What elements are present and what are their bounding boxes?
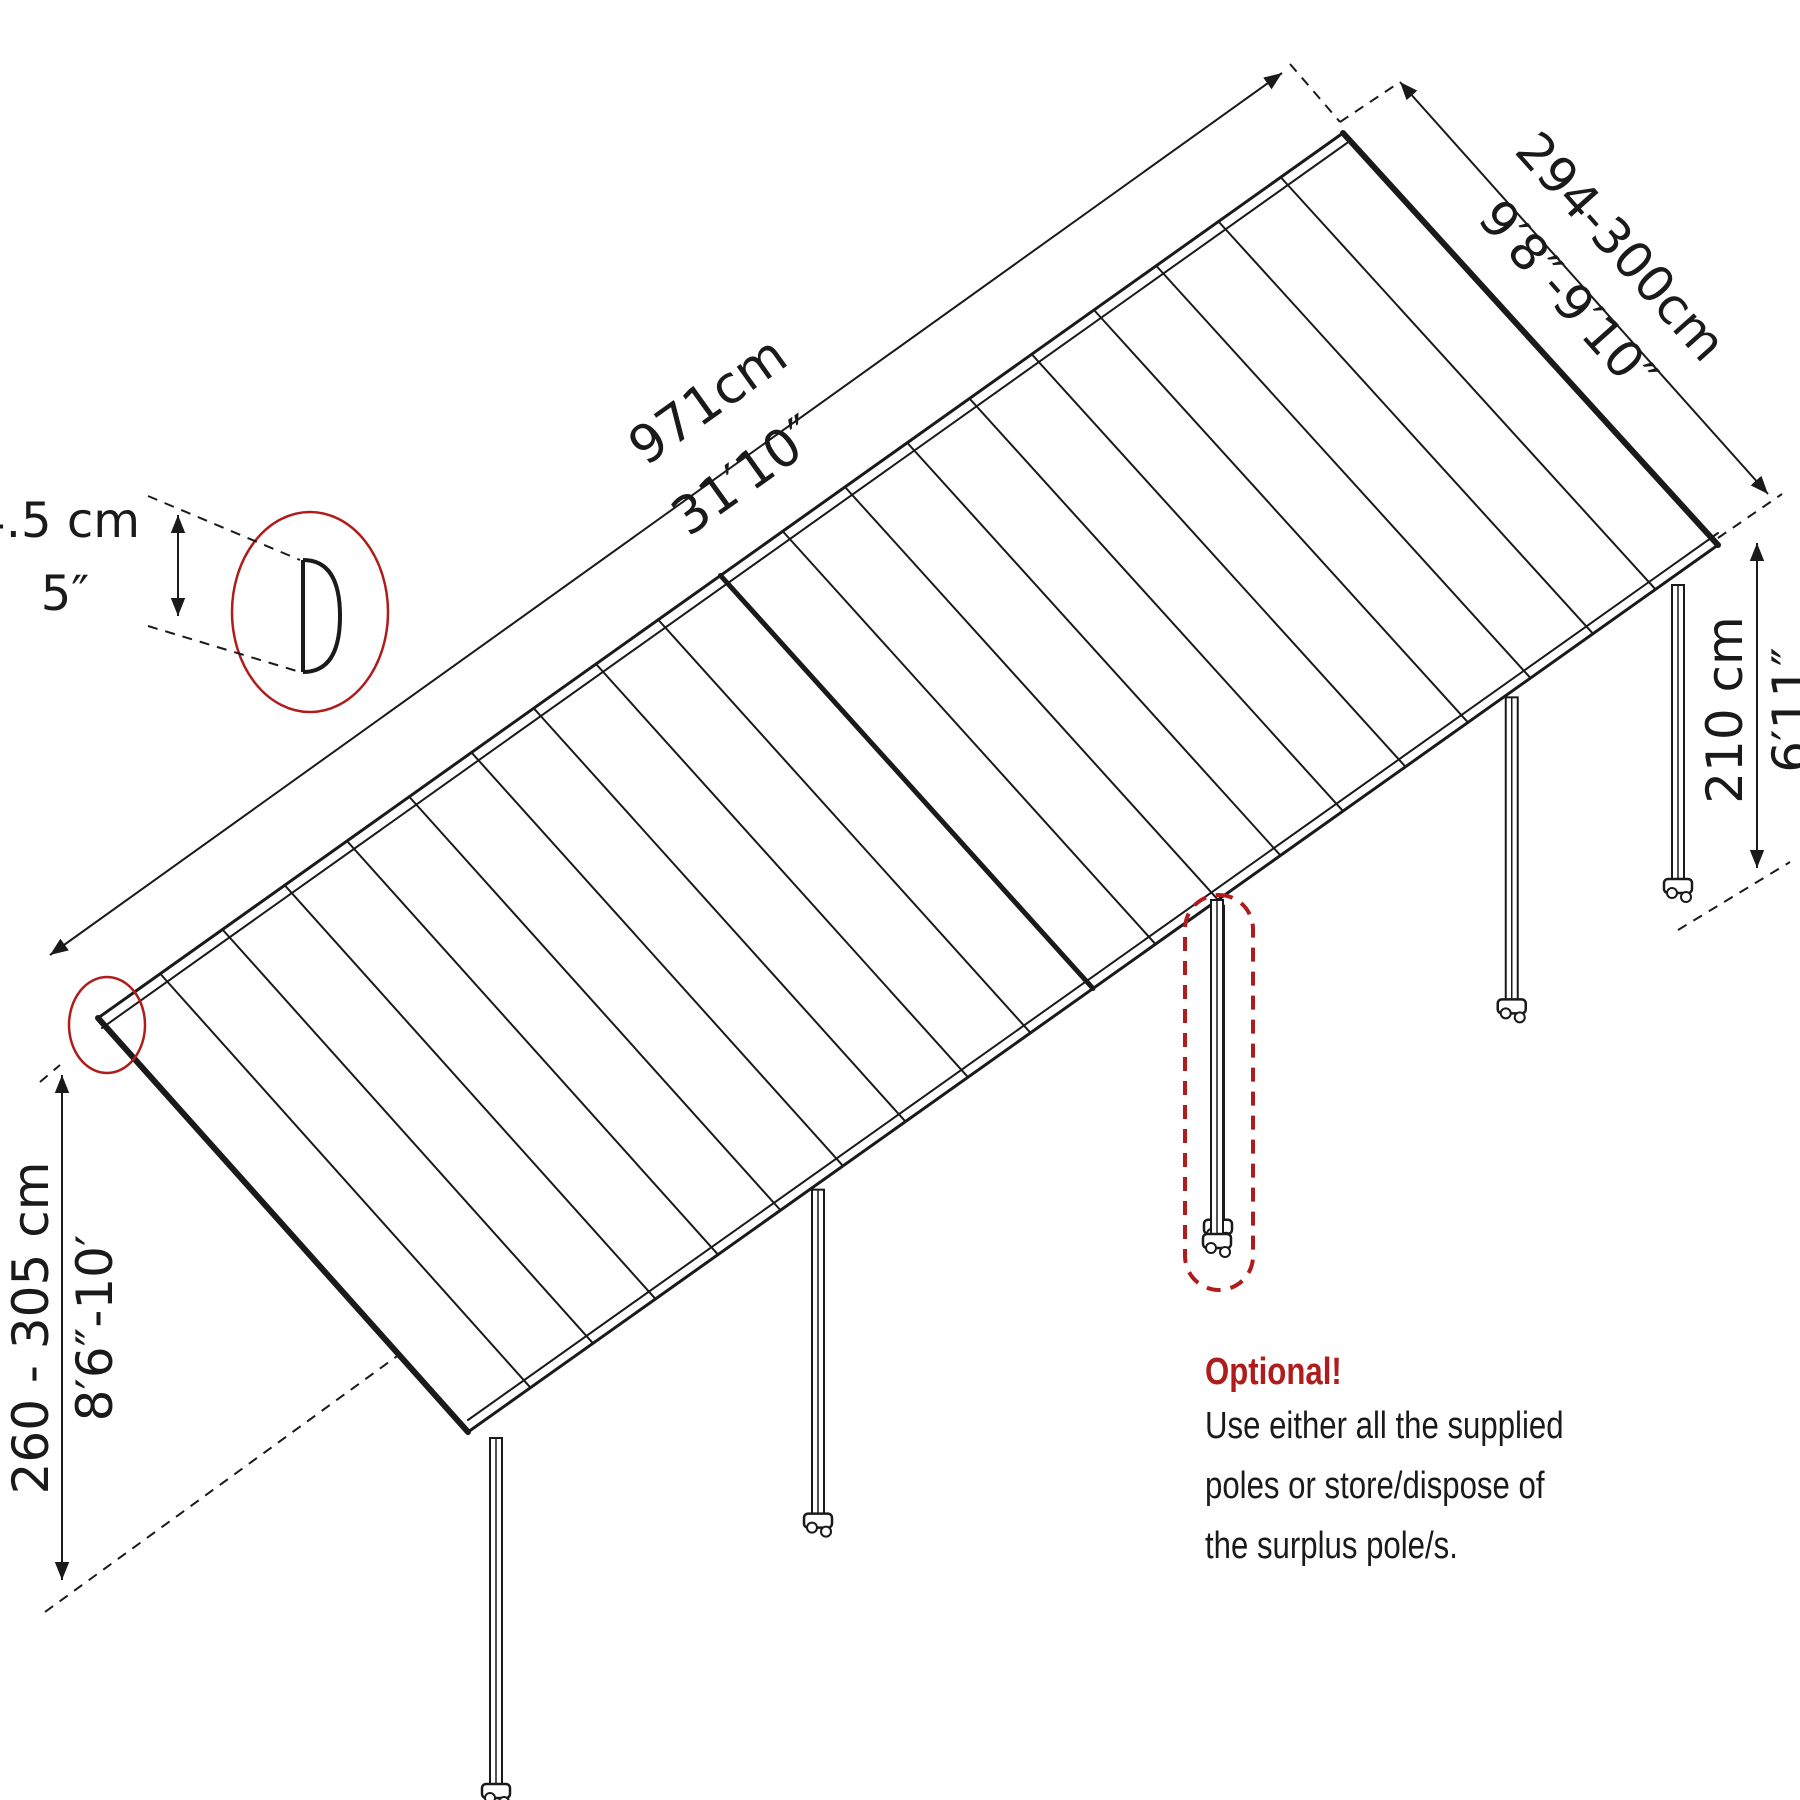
post-foot-bolt xyxy=(806,1521,818,1534)
panel-seam xyxy=(595,663,969,1079)
side-rafter-right xyxy=(1340,130,1721,548)
panel-seam xyxy=(968,397,1344,813)
panel-seam xyxy=(781,530,1157,946)
gutter-profile-icon xyxy=(301,558,343,674)
post-foot-bolt xyxy=(1219,1246,1231,1258)
panel-seam xyxy=(844,486,1219,901)
panel-seam xyxy=(283,884,657,1300)
front-height-cm-label: 260 - 305 cm xyxy=(2,1162,60,1495)
panel-seam xyxy=(532,707,907,1123)
roof-frame xyxy=(95,130,1721,1435)
note-title: Optional! xyxy=(1205,1351,1342,1393)
back-height-imperial-label: 6′11″ xyxy=(1762,647,1800,772)
panel-seam xyxy=(1030,353,1407,768)
optional-note: Optional! Use either all the supplied po… xyxy=(1205,1348,1685,1576)
post-foot-bolt xyxy=(498,1796,510,1800)
panel-seam xyxy=(159,972,532,1389)
back-height-cm-label: 210 cm xyxy=(1696,616,1754,804)
post-foot-bolt xyxy=(1205,1242,1217,1254)
panel-seam xyxy=(1155,264,1532,680)
roof-panel-lines xyxy=(159,176,1657,1389)
post-foot-bolt xyxy=(1499,1007,1512,1020)
panel-seam xyxy=(408,795,782,1212)
support-post xyxy=(802,1188,834,1538)
front-gutter-beam-inner xyxy=(467,532,1719,1421)
support-post xyxy=(1662,584,1694,903)
panel-seam xyxy=(906,441,1282,857)
front-height-imperial-label: 8′6″-10′ xyxy=(66,1235,124,1422)
panel-seam xyxy=(221,928,594,1345)
support-post xyxy=(1496,696,1527,1024)
panel-seam xyxy=(470,751,844,1167)
back-wall-beam-inner xyxy=(101,142,1348,1029)
panel-seam xyxy=(657,618,1032,1034)
post-foot-bolt xyxy=(1666,887,1678,899)
panel-seam xyxy=(1093,309,1469,724)
center-rafter xyxy=(718,573,1096,991)
dimension-lines xyxy=(39,63,1791,1613)
support-post xyxy=(480,1437,512,1800)
gutter-corner-circle xyxy=(67,975,147,1075)
gutter-height-imperial-label: 5″ xyxy=(41,566,89,622)
side-rafter-left xyxy=(95,1015,471,1435)
support-posts xyxy=(480,584,1694,1800)
note-line: Use either all the supplied xyxy=(1205,1405,1564,1447)
post-foot-bolt xyxy=(1680,891,1692,903)
post-foot-bolt xyxy=(1513,1011,1526,1024)
note-line: poles or store/dispose of xyxy=(1205,1465,1545,1507)
gutter-height-cm-label: 14.5 cm xyxy=(0,493,140,549)
note-line: the surplus pole/s. xyxy=(1205,1525,1458,1567)
post-foot-bolt xyxy=(820,1525,832,1538)
panel-seam xyxy=(346,840,719,1256)
post-foot-bolt xyxy=(484,1792,496,1800)
optional-support-post xyxy=(1201,899,1233,1258)
